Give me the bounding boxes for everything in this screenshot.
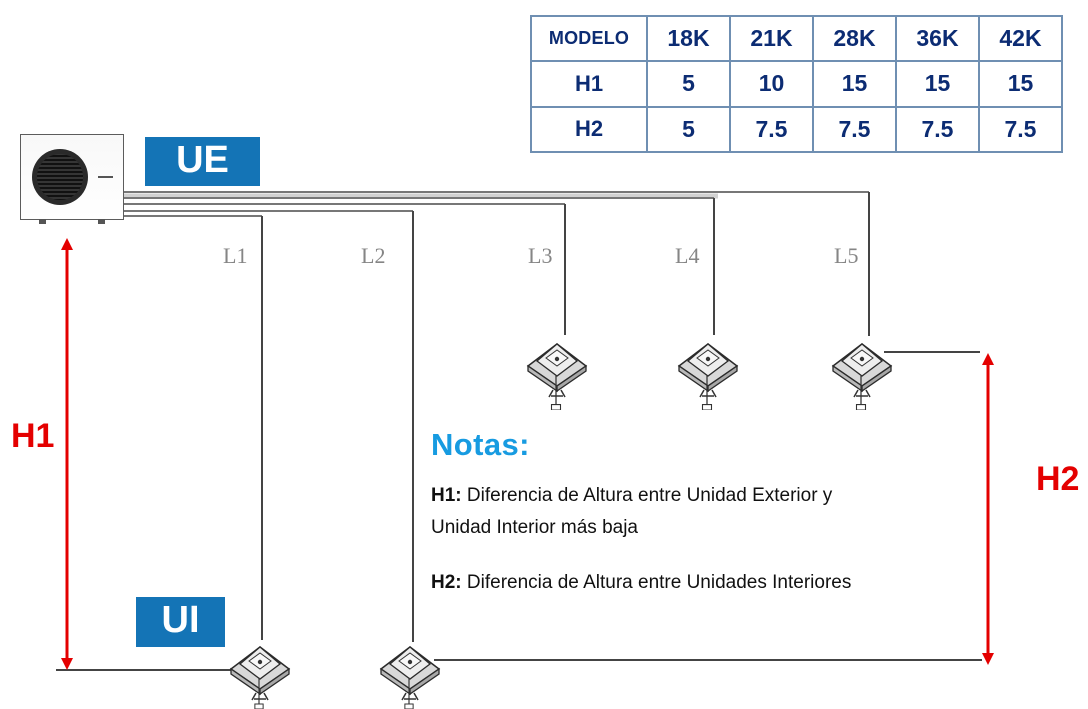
h1-21k-value: 10 xyxy=(729,60,814,108)
h1-28k-value: 15 xyxy=(812,60,897,108)
outdoor-unit-label: UE xyxy=(145,137,260,186)
h2-42k-value: 7.5 xyxy=(978,105,1063,154)
model-21k-cell: 21K xyxy=(729,14,814,63)
note-h2-text: Diferencia de Altura entre Unidades Inte… xyxy=(461,572,852,593)
note-h2-prefix: H2: xyxy=(431,572,462,593)
outdoor-handle-icon xyxy=(98,176,113,178)
model-18k-cell: 18K xyxy=(646,14,731,63)
indoor-cassette-l3-icon xyxy=(527,343,587,398)
indoor-unit-label: UI xyxy=(136,597,225,647)
h2-28k-value: 7.5 xyxy=(812,105,897,154)
h1-row-label: H1 xyxy=(530,60,648,108)
indoor-cassette-l5-icon xyxy=(832,343,892,398)
outdoor-foot-icon xyxy=(39,219,46,224)
outdoor-foot-icon xyxy=(98,219,105,224)
note-h1-line-2: Unidad Interior más baja xyxy=(431,517,638,538)
model-36k-cell: 36K xyxy=(895,14,980,63)
line-label-l4: L4 xyxy=(675,243,700,268)
note-h1-line-1: H1: Diferencia de Altura entre Unidad Ex… xyxy=(431,483,987,508)
pipe-network xyxy=(56,191,982,671)
h2-row-label: H2 xyxy=(530,105,648,154)
note-h1-text-1: Diferencia de Altura entre Unidad Exteri… xyxy=(461,485,833,506)
model-42k-cell: 42K xyxy=(978,14,1063,63)
model-28k-cell: 28K xyxy=(812,14,897,63)
outdoor-fan-icon xyxy=(32,149,88,205)
h2-21k-value: 7.5 xyxy=(729,105,814,154)
indoor-cassette-l1-icon xyxy=(230,646,290,701)
model-height-table: MODELO 18K 21K 28K 36K 42K H1 5 10 15 15… xyxy=(530,14,1063,154)
height-arrows xyxy=(61,238,994,670)
model-header-cell: MODELO xyxy=(530,14,648,63)
h2-height-label: H2 xyxy=(1036,460,1080,498)
h1-table-row: H1 5 10 15 15 15 xyxy=(530,60,1063,108)
line-label-l2: L2 xyxy=(361,243,386,268)
line-label-l5: L5 xyxy=(834,243,859,268)
h1-18k-value: 5 xyxy=(646,60,731,108)
h1-36k-value: 15 xyxy=(895,60,980,108)
indoor-cassette-l2-icon xyxy=(380,646,440,701)
note-h1-prefix: H1: xyxy=(431,485,462,506)
h2-table-row: H2 5 7.5 7.5 7.5 7.5 xyxy=(530,105,1063,154)
h1-42k-value: 15 xyxy=(978,60,1063,108)
model-header-row: MODELO 18K 21K 28K 36K 42K xyxy=(530,14,1063,63)
notes-panel: Notas: H1: Diferencia de Altura entre Un… xyxy=(431,428,987,638)
h2-36k-value: 7.5 xyxy=(895,105,980,154)
line-label-l1: L1 xyxy=(223,243,248,268)
indoor-cassette-l4-icon xyxy=(678,343,738,398)
note-h2-line: H2: Diferencia de Altura entre Unidades … xyxy=(431,570,987,595)
h1-height-label: H1 xyxy=(11,417,55,455)
outdoor-unit-icon xyxy=(20,134,124,224)
line-label-l3: L3 xyxy=(528,243,553,268)
h2-18k-value: 5 xyxy=(646,105,731,154)
notes-title: Notas: xyxy=(431,427,530,462)
